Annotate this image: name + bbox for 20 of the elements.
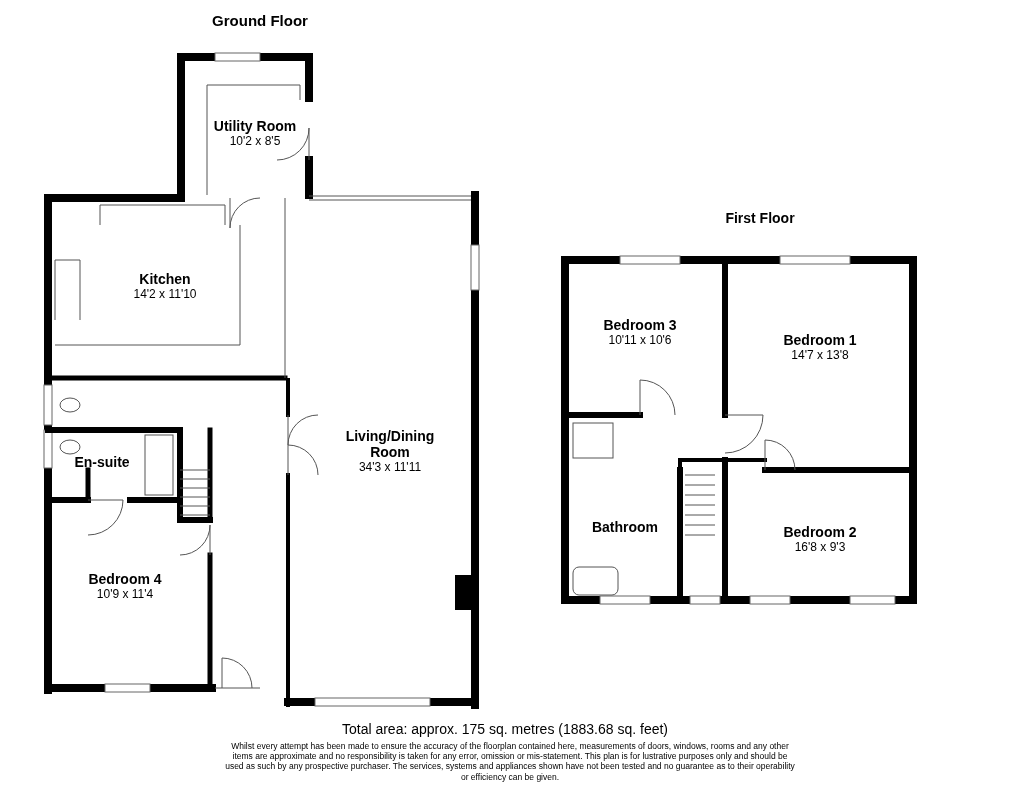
total-area-note: Total area: approx. 175 sq. metres (1883.68 sq. feet) [340, 721, 670, 738]
room-dimensions: 16'8 x 9'3 [794, 540, 846, 555]
room-name: Bedroom 3 [603, 317, 677, 333]
room-name: Bedroom 1 [783, 332, 857, 348]
disclaimer-text: Whilst every attempt has been made to ensure the accuracy of the floorplan contained here, measurements of doors, windows, rooms and any other items are approximate and no responsibility is taken for any error, omission or mis-statement. This plan is for lustrative purposes only and should be used as such by any prospective purchaser. The services, systems and appliances shown have not been tested and no guarantee as to their operability or efficiency can be given. [225, 741, 795, 782]
room-dimensions: 14'2 x 11'10 [133, 287, 197, 302]
room-dimensions: 10'2 x 8'5 [229, 134, 281, 149]
room-name: Kitchen [139, 271, 191, 287]
room-name: Living/Dining Room [344, 428, 436, 460]
room-dimensions: 34'3 x 11'11 [358, 460, 422, 475]
room-name: En-suite [74, 454, 130, 470]
room-name: Bathroom [591, 519, 659, 535]
room-name: Bedroom 2 [783, 524, 857, 540]
room-name: Utility Room [213, 118, 297, 134]
room-dimensions: 10'9 x 11'4 [96, 587, 154, 602]
room-dimensions: 10'11 x 10'6 [608, 333, 672, 348]
floor-title: Ground Floor [211, 12, 309, 30]
floor-title: First Floor [724, 210, 796, 227]
room-dimensions: 14'7 x 13'8 [791, 348, 849, 363]
room-name: Bedroom 4 [88, 571, 162, 587]
